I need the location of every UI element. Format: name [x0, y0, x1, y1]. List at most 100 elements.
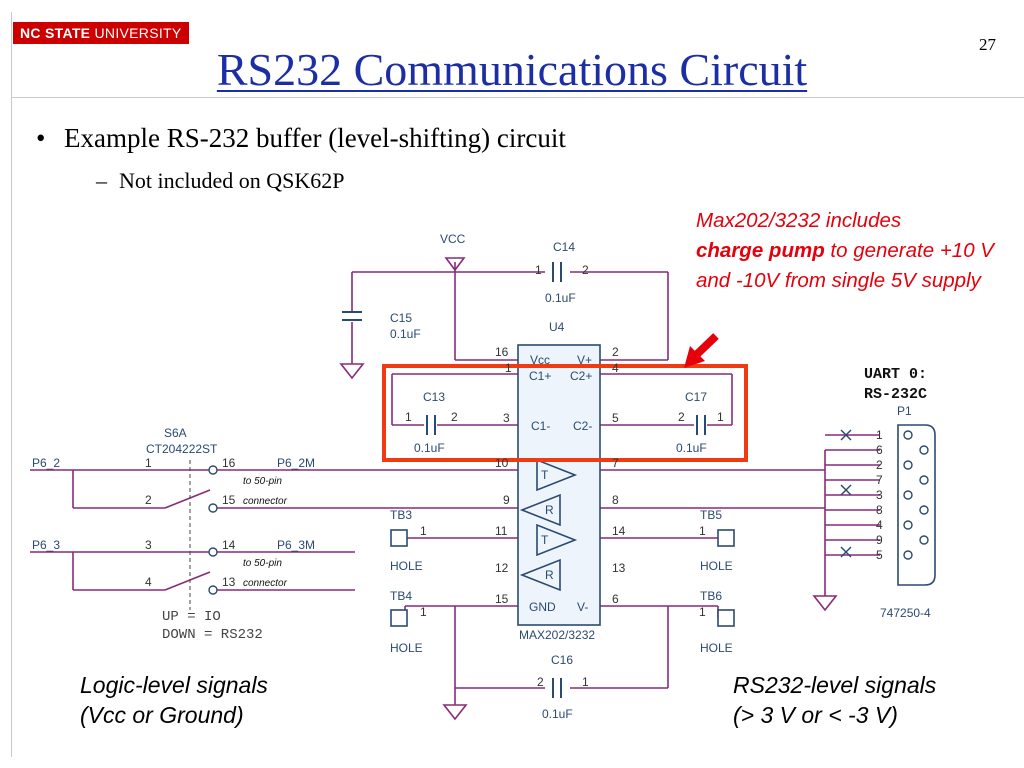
tb3-label: TB3 [390, 508, 412, 522]
svg-text:13: 13 [612, 561, 626, 575]
tb5-label: TB5 [700, 508, 722, 522]
svg-text:2: 2 [582, 263, 589, 277]
svg-text:1: 1 [699, 605, 706, 619]
svg-text:9: 9 [876, 533, 883, 547]
chip-vminus: V- [577, 600, 588, 614]
svg-text:to 50-pin: to 50-pin [243, 558, 282, 569]
chip-c2m: C2- [573, 419, 592, 433]
svg-text:to 50-pin: to 50-pin [243, 476, 282, 487]
tb5-hole: HOLE [700, 559, 733, 573]
svg-text:1: 1 [405, 410, 412, 424]
c16-value: 0.1uF [542, 707, 573, 721]
pin-numbers: 16 2 1 4 3 5 10 7 9 8 11 14 12 13 15 6 1… [405, 263, 724, 689]
receiver-r1: R [545, 503, 554, 517]
c14-value: 0.1uF [545, 291, 576, 305]
ground-symbols [339, 257, 838, 721]
db9-refdes: P1 [897, 404, 912, 418]
bullet-main: •Example RS-232 buffer (level-shifting) … [36, 123, 566, 153]
bullet-sub: –Not included on QSK62P [96, 168, 345, 193]
svg-text:12: 12 [495, 561, 509, 575]
svg-text:4: 4 [145, 575, 152, 589]
svg-text:connector: connector [243, 578, 288, 589]
driver-t2: T [541, 533, 549, 547]
svg-text:7: 7 [876, 473, 883, 487]
receiver-r2: R [545, 568, 554, 582]
svg-text:2: 2 [876, 458, 883, 472]
svg-text:1: 1 [582, 675, 589, 689]
tb4-label: TB4 [390, 589, 412, 603]
svg-text:15: 15 [222, 493, 236, 507]
c17-value: 0.1uF [676, 441, 707, 455]
c15-value: 0.1uF [390, 327, 421, 341]
chip-part-number: MAX202/3232 [519, 628, 595, 642]
driver-t1: T [541, 468, 549, 482]
svg-text:1: 1 [145, 456, 152, 470]
capacitor-symbols [342, 262, 706, 698]
svg-text:7: 7 [612, 456, 619, 470]
svg-text:4: 4 [612, 361, 619, 375]
svg-text:5: 5 [876, 548, 883, 562]
vcc-label: VCC [440, 232, 466, 246]
c17-label: C17 [685, 390, 707, 404]
svg-text:connector: connector [243, 496, 288, 507]
net-p6-3: P6_3 [32, 538, 60, 552]
page-number: 27 [979, 35, 996, 54]
driver-receiver-symbols [519, 458, 578, 592]
net-p6-3m: P6_3M [277, 538, 315, 552]
header-rule [11, 97, 1024, 98]
svg-text:8: 8 [876, 503, 883, 517]
net-p6-2m: P6_2M [277, 456, 315, 470]
chip-gnd: GND [529, 600, 556, 614]
svg-text:16: 16 [222, 456, 236, 470]
max202-chip [517, 344, 601, 626]
svg-text:15: 15 [495, 592, 509, 606]
chip-vplus: V+ [577, 353, 592, 367]
svg-text:8: 8 [612, 493, 619, 507]
svg-text:11: 11 [495, 524, 508, 538]
svg-text:6: 6 [612, 592, 619, 606]
uart-standard: RS-232C [864, 386, 927, 403]
svg-text:14: 14 [222, 538, 236, 552]
svg-text:3: 3 [876, 488, 883, 502]
svg-text:1: 1 [420, 524, 427, 538]
chip-c1p: C1+ [529, 369, 551, 383]
svg-text:1: 1 [420, 605, 427, 619]
svg-text:2: 2 [678, 410, 685, 424]
svg-text:5: 5 [612, 411, 619, 425]
u4-label: U4 [549, 320, 565, 334]
svg-text:2: 2 [451, 410, 458, 424]
chip-vcc: Vcc [530, 353, 550, 367]
test-points [390, 529, 735, 627]
left-rule [11, 12, 12, 757]
university-logo: NC STATE UNIVERSITY [13, 22, 189, 44]
svg-text:2: 2 [145, 493, 152, 507]
svg-text:14: 14 [612, 524, 626, 538]
c13-value: 0.1uF [414, 441, 445, 455]
svg-text:1: 1 [876, 428, 883, 442]
svg-text:13: 13 [222, 575, 236, 589]
no-connect-marks [840, 429, 852, 558]
c15-label: C15 [390, 311, 412, 325]
svg-text:3: 3 [145, 538, 152, 552]
chip-c1m: C1- [531, 419, 550, 433]
charge-pump-highlight [382, 364, 748, 462]
tb4-hole: HOLE [390, 641, 423, 655]
tb6-label: TB6 [700, 589, 722, 603]
svg-text:1: 1 [535, 263, 542, 277]
svg-text:1: 1 [699, 524, 706, 538]
svg-text:10: 10 [495, 456, 509, 470]
c13-label: C13 [423, 390, 445, 404]
c16-label: C16 [551, 653, 573, 667]
logic-level-caption: Logic-level signals(Vcc or Ground) [80, 672, 268, 728]
tb3-hole: HOLE [390, 559, 423, 573]
svg-text:6: 6 [876, 443, 883, 457]
db9-pin-labels: 1 6 2 7 3 8 4 9 5 [876, 428, 883, 562]
svg-text:2: 2 [537, 675, 544, 689]
db9-part: 747250-4 [880, 606, 931, 620]
svg-text:4: 4 [876, 518, 883, 532]
db9-connector [897, 424, 936, 586]
switch-mode-down: DOWN = RS232 [162, 627, 263, 643]
uart-label: UART 0: [864, 366, 927, 383]
svg-text:1: 1 [505, 361, 512, 375]
